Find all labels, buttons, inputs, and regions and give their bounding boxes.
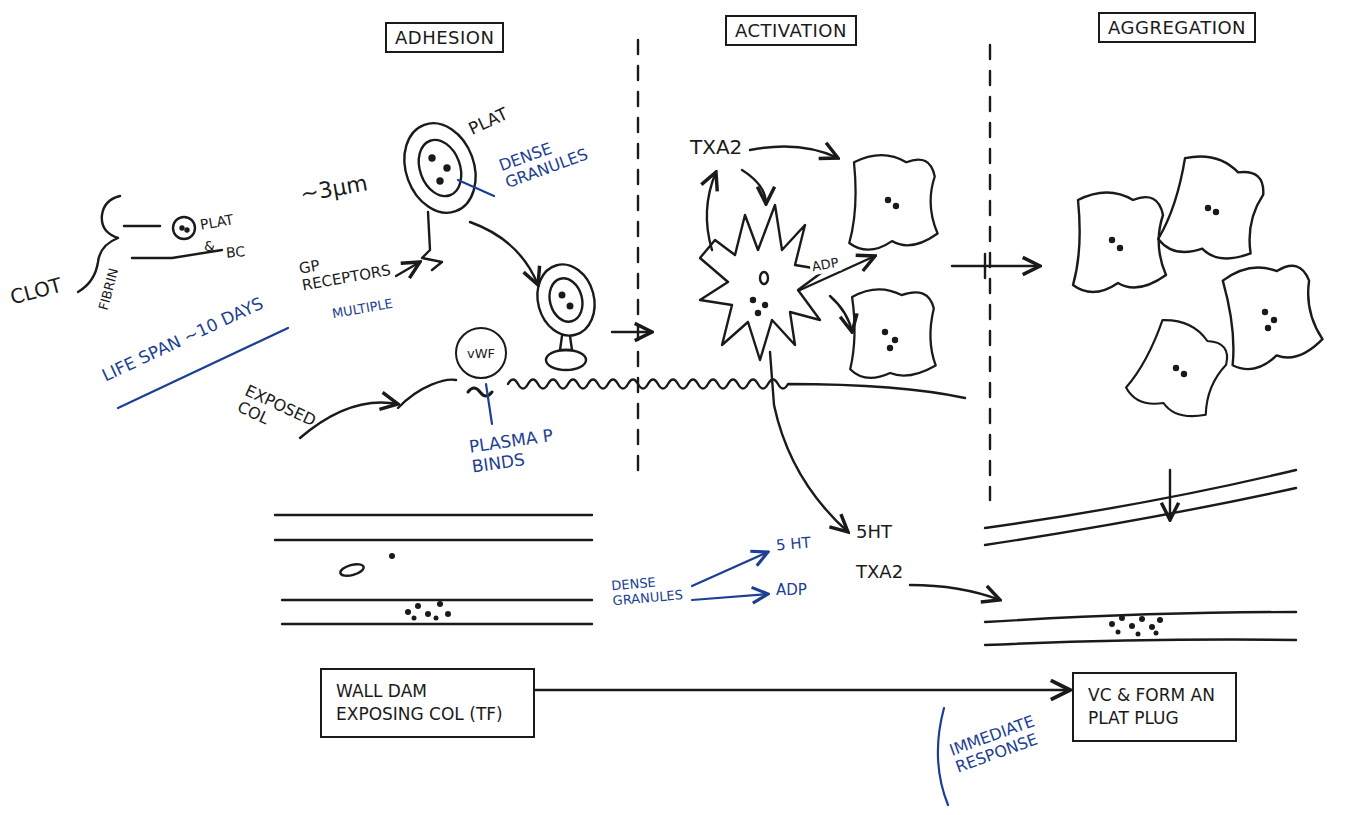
vessel-wall — [275, 539, 592, 541]
release-arrow — [770, 352, 848, 532]
stage-arrow — [612, 331, 652, 333]
platelet-blob — [1217, 258, 1326, 372]
recruit-arrow — [830, 296, 852, 332]
plug-dots — [405, 601, 451, 621]
effect-arrow — [910, 585, 1000, 600]
gp-receptor — [422, 212, 442, 270]
dimension: ~3μm — [298, 170, 369, 207]
plug-dots — [1109, 615, 1163, 637]
leader-line — [486, 384, 492, 424]
activated-platelet — [700, 205, 825, 360]
platelet-blob — [849, 155, 937, 250]
mediator-label: TXA2 — [856, 562, 903, 583]
stage-divider — [637, 40, 639, 470]
part-label: PLAT — [466, 104, 511, 139]
part-label: EXPOSED COL — [234, 382, 327, 451]
platelet — [530, 258, 603, 342]
stage-header: AGGREGATION — [1098, 12, 1256, 43]
part-label: PLAT — [199, 211, 235, 233]
blood-cell — [339, 562, 365, 578]
platelet-blob — [1156, 150, 1272, 270]
platelet-symbol — [173, 217, 195, 239]
part-label: GP RECEPTORS — [298, 244, 402, 295]
part-label: BC — [225, 243, 245, 261]
vessel-wall — [275, 514, 592, 516]
mediator-label: TXA2 — [690, 136, 742, 159]
mediator-label: 5HT — [856, 522, 892, 543]
gp-receptor — [560, 336, 572, 350]
leader-line — [458, 180, 494, 196]
platelet-blob — [1123, 312, 1237, 429]
node-text: AGGREGATION — [1108, 17, 1246, 38]
node-text: vWF — [467, 346, 495, 361]
release-arrow — [692, 594, 768, 600]
platelet-blob — [850, 289, 936, 378]
vessel-wall — [985, 612, 1296, 622]
bracket — [938, 708, 948, 805]
vessel-wall — [985, 488, 1296, 545]
mediator-label: ADP — [776, 582, 807, 599]
leader-arrow — [396, 262, 420, 276]
vessel-wall — [398, 380, 456, 408]
release-arrow — [692, 552, 768, 586]
note: DENSE GRANULES — [497, 124, 604, 193]
node-text: VC & FORM AN PLAT PLUG — [1088, 684, 1221, 730]
stage-header: ACTIVATION — [725, 15, 857, 46]
note: LIFE SPAN ~10 DAYS — [99, 294, 266, 386]
release-arrow — [707, 172, 716, 250]
stage-header: ADHESION — [385, 22, 504, 53]
vessel-wall — [282, 623, 592, 625]
process-box: VC & FORM AN PLAT PLUG — [1072, 672, 1237, 742]
brace-tick — [124, 225, 160, 227]
part-label: & — [204, 238, 215, 254]
vwf-circle: vWF — [455, 327, 507, 379]
stage-divider — [989, 45, 991, 500]
note: IMMEDIATE RESPONSE — [947, 703, 1068, 777]
recruit-arrow — [750, 146, 838, 158]
mediator-label: 5 HT — [775, 535, 811, 555]
note: DENSE GRANULES — [611, 573, 689, 609]
motion-arrow — [470, 222, 538, 285]
node-text: WALL DAM EXPOSING COL (TF) — [336, 680, 519, 726]
vessel-wall — [282, 599, 592, 601]
collagen-squiggle — [508, 380, 965, 399]
recruit-arrow — [800, 256, 875, 290]
node-text: ADHESION — [395, 27, 494, 48]
vessel-wall — [985, 640, 1296, 645]
region-label: CLOT — [8, 274, 65, 310]
note: PLASMA P BINDS — [468, 423, 582, 477]
vessel-wall — [985, 470, 1296, 528]
connector-arrow — [535, 689, 1070, 691]
platelet-core — [411, 134, 468, 202]
platelet-blob — [1073, 193, 1166, 293]
node-text: ACTIVATION — [735, 20, 847, 41]
stage-arrow — [952, 265, 1040, 267]
process-box: WALL DAM EXPOSING COL (TF) — [320, 668, 535, 738]
receptor-bound — [546, 350, 586, 370]
feedback-arrow — [742, 170, 766, 204]
part-label: FIBRIN — [97, 267, 123, 312]
note: MULTIPLE — [331, 297, 394, 322]
